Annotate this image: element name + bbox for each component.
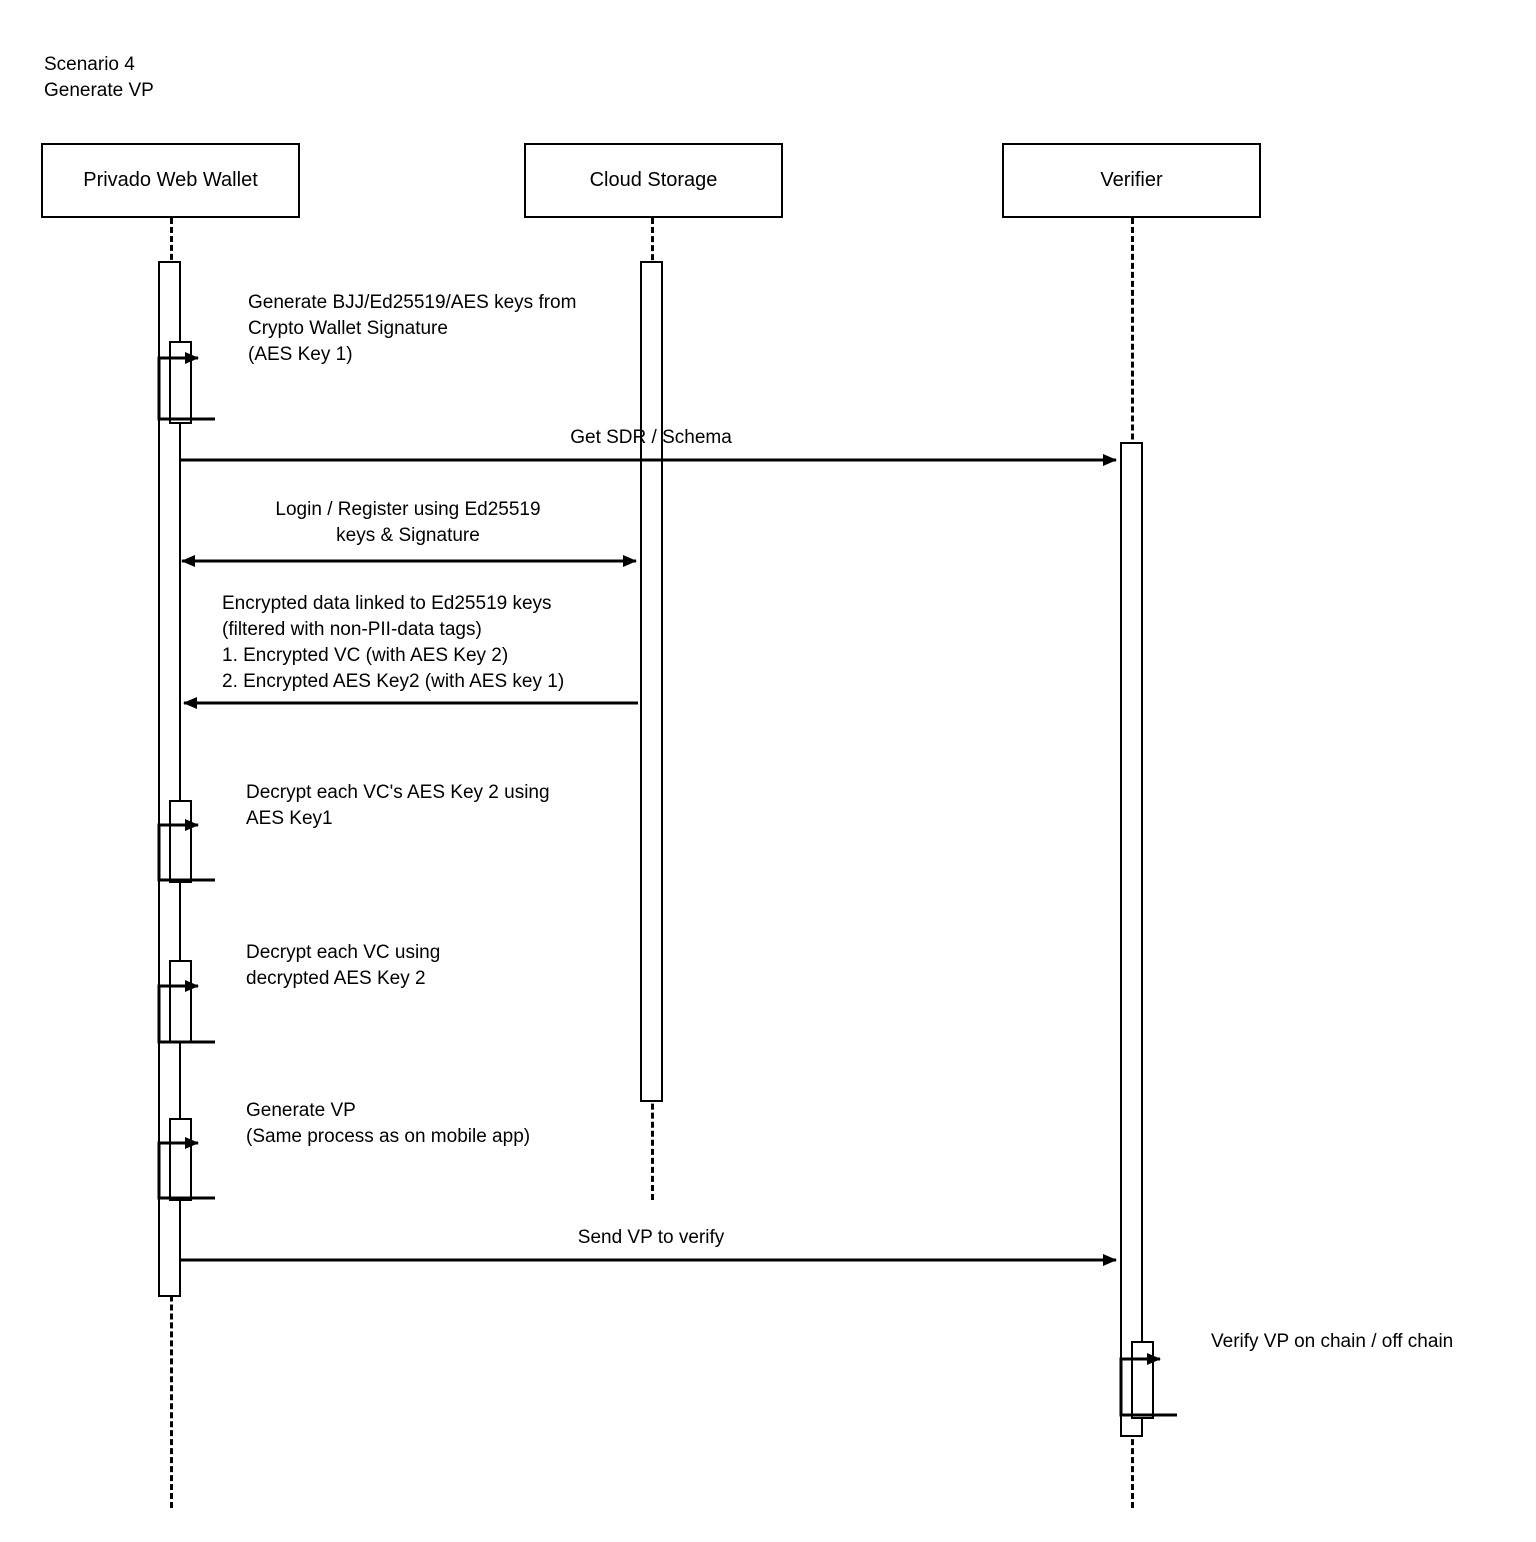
message-label-get-sdr-schema: Get SDR / Schema	[570, 427, 732, 448]
message-label-encrypted-data: Encrypted data linked to Ed25519 keys (f…	[222, 593, 565, 692]
participant-label-wallet: Privado Web Wallet	[83, 169, 258, 191]
diagram-title: Scenario 4 Generate VP	[44, 54, 154, 101]
participant-label-verifier: Verifier	[1100, 169, 1163, 191]
activation-wallet-generate-keys	[169, 341, 192, 424]
participant-privado-web-wallet[interactable]: Privado Web Wallet	[41, 143, 300, 218]
message-label-login-register: Login / Register using Ed25519 keys & Si…	[275, 499, 541, 546]
message-label-generate-vp: Generate VP (Same process as on mobile a…	[246, 1100, 531, 1147]
activation-wallet-generate-vp	[169, 1118, 192, 1201]
participant-verifier[interactable]: Verifier	[1002, 143, 1261, 218]
participant-cloud-storage[interactable]: Cloud Storage	[524, 143, 783, 218]
activation-verifier-main	[1120, 442, 1143, 1437]
message-label-decrypt-vc: Decrypt each VC using decrypted AES Key …	[246, 942, 441, 989]
message-label-verify-vp: Verify VP on chain / off chain	[1211, 1331, 1454, 1352]
message-label-generate-keys: Generate BJJ/Ed25519/AES keys from Crypt…	[248, 292, 577, 365]
activation-wallet-decrypt-vc	[169, 960, 192, 1043]
activation-wallet-decrypt-key2	[169, 800, 192, 883]
participant-label-storage: Cloud Storage	[589, 169, 718, 191]
activation-verifier-verify-vp	[1131, 1341, 1154, 1419]
message-label-send-vp-to-verify: Send VP to verify	[577, 1227, 725, 1248]
message-label-decrypt-aes-key2: Decrypt each VC's AES Key 2 using AES Ke…	[246, 782, 550, 829]
activation-storage-main	[640, 261, 663, 1102]
